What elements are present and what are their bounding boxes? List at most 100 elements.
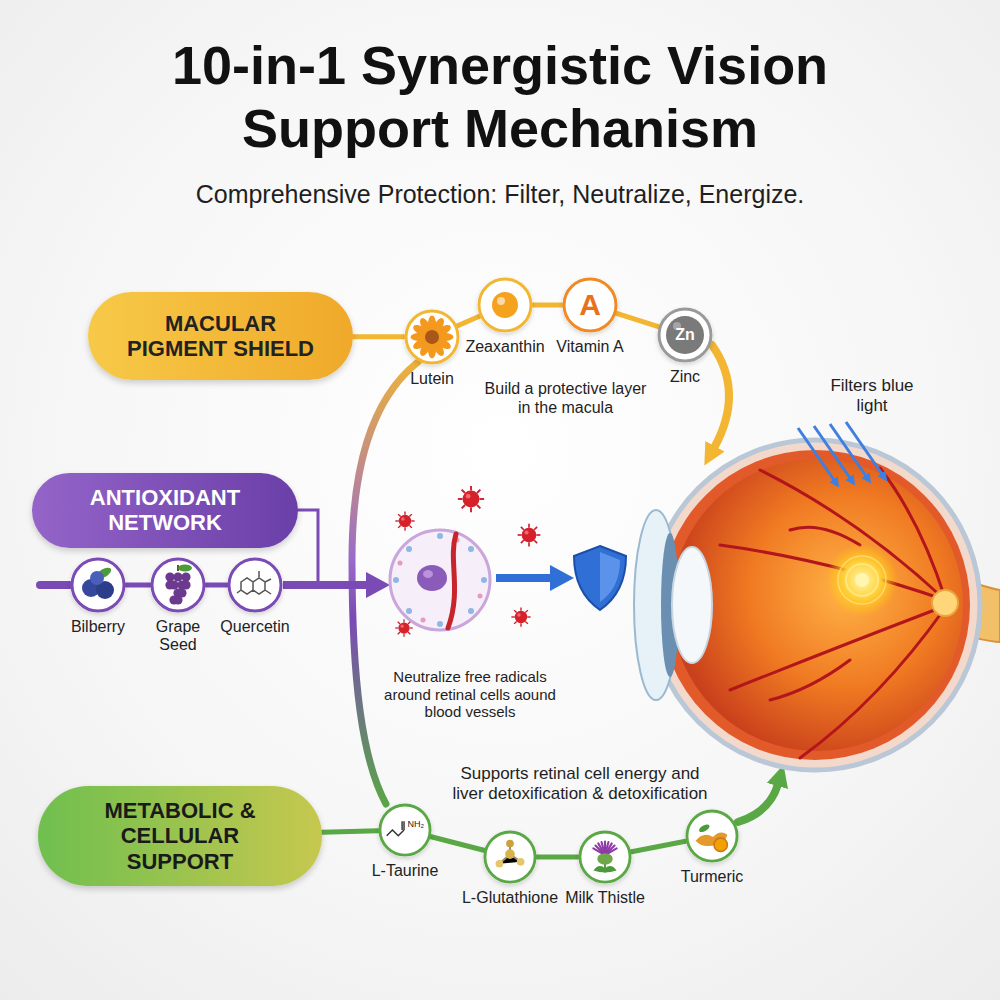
drawing-part	[173, 572, 182, 581]
free-radical	[395, 511, 414, 530]
connector-line	[458, 316, 480, 326]
drawing-part	[423, 570, 433, 578]
shield-icon	[574, 546, 626, 610]
drawing-part	[437, 621, 443, 627]
ingredient-icon	[70, 557, 126, 613]
ingredient-icon	[578, 830, 632, 884]
ingredient-circle: Turmeric	[685, 809, 739, 863]
ingredient-label: Milk Thistle	[565, 889, 645, 907]
drawing-part	[478, 594, 483, 599]
drawing-part	[72, 559, 124, 611]
ingredient-icon	[483, 830, 537, 884]
free-radical	[511, 607, 530, 626]
drawing-part	[846, 564, 878, 596]
drawing-part	[479, 279, 531, 331]
drawing-part	[390, 530, 490, 630]
drawing-part	[600, 552, 620, 602]
category-pill: ANTIOXIDANT NETWORK	[32, 473, 298, 548]
drawing-part	[770, 660, 850, 700]
bracket-line	[298, 510, 318, 585]
connector-line	[537, 855, 578, 860]
drawing-part	[393, 577, 399, 583]
drawing-part	[593, 866, 616, 872]
drawing-part	[597, 853, 612, 865]
drawing-part	[152, 559, 204, 611]
drawing-part	[437, 533, 443, 539]
drawing-part	[826, 544, 898, 616]
ingredient-circle: Quercetin	[227, 557, 283, 613]
ingredient-label: Quercetin	[220, 618, 289, 636]
drawing-part	[790, 527, 860, 545]
drawing-part	[237, 571, 271, 594]
drawing-part	[714, 838, 728, 852]
drawing-part	[814, 426, 850, 478]
blue-light-rays	[798, 422, 882, 480]
drawing-part	[398, 561, 403, 566]
ingredient-label: Lutein	[410, 370, 454, 388]
drawing-part	[181, 572, 190, 581]
connector-line	[431, 837, 484, 851]
ingredient-circle: Grape Seed	[150, 557, 206, 613]
drawing-part	[178, 565, 192, 572]
drawing-part	[421, 618, 426, 623]
flow-arrow	[712, 345, 729, 448]
ingredient-icon	[150, 557, 206, 613]
subtitle: Comprehensive Protection: Filter, Neutra…	[0, 180, 1000, 210]
drawing-part	[448, 534, 456, 628]
drawing-part	[173, 595, 182, 604]
retinal-cell	[390, 530, 490, 630]
drawing-part	[730, 606, 945, 690]
icon-text: Zn	[657, 307, 713, 363]
ingredient-label: Turmeric	[681, 868, 744, 886]
drawing-part	[406, 608, 412, 614]
drawing-part	[425, 330, 439, 344]
connector-line	[631, 841, 685, 852]
connector-line	[533, 303, 562, 308]
annotation-text: Filters blue light	[828, 376, 916, 416]
connector-line	[353, 334, 404, 339]
drawing-part	[481, 577, 487, 583]
connector-line	[206, 583, 227, 588]
drawing-part	[505, 849, 515, 859]
flow-arrow	[40, 581, 70, 589]
drawing-part	[838, 556, 886, 604]
free-radical	[458, 486, 484, 512]
drawing-part	[800, 608, 945, 758]
drawing-part	[398, 538, 483, 623]
free-radical	[518, 524, 541, 547]
drawing-part	[468, 608, 474, 614]
drawing-part	[417, 565, 447, 591]
drawing-part	[830, 424, 866, 476]
drawing-part	[932, 590, 958, 616]
ingredient-label: Vitamin A	[556, 338, 623, 356]
drawing-part	[90, 571, 104, 585]
drawing-part	[672, 547, 712, 663]
pill-heading: MACULAR PIGMENT SHIELD	[118, 311, 323, 362]
drawing-part	[165, 580, 174, 589]
drawing-part	[406, 546, 412, 552]
ingredient-circle: NH₂L-Taurine	[378, 803, 432, 857]
diagram-title: 10-in-1 Synergistic Vision Support Mecha…	[100, 34, 900, 159]
ingredient-circle: Zeaxanthin	[477, 277, 533, 333]
drawing-part	[580, 832, 630, 882]
drawing-part	[181, 580, 190, 589]
drawing-part	[517, 858, 525, 866]
drawing-part	[485, 832, 535, 882]
drawing-part	[687, 811, 737, 861]
ingredient-label: Zeaxanthin	[465, 338, 544, 356]
ingredient-icon	[685, 809, 739, 863]
ingredient-circle: L-Glutathione	[483, 830, 537, 884]
drawing-part	[574, 546, 626, 610]
ingredient-label: Grape Seed	[153, 618, 203, 655]
category-pill: METABOLIC & CELLULAR SUPPORT	[38, 786, 322, 886]
annotation-text: Supports retinal cell energy and liver d…	[445, 764, 715, 804]
drawing-part	[496, 860, 504, 868]
ingredient-icon	[477, 277, 533, 333]
drawing-part	[720, 468, 945, 758]
connector-line	[617, 313, 659, 326]
flow-arrow	[496, 574, 552, 582]
drawing-part	[506, 840, 514, 848]
pill-heading: ANTIOXIDANT NETWORK	[78, 485, 253, 536]
ingredient-icon	[378, 803, 432, 857]
